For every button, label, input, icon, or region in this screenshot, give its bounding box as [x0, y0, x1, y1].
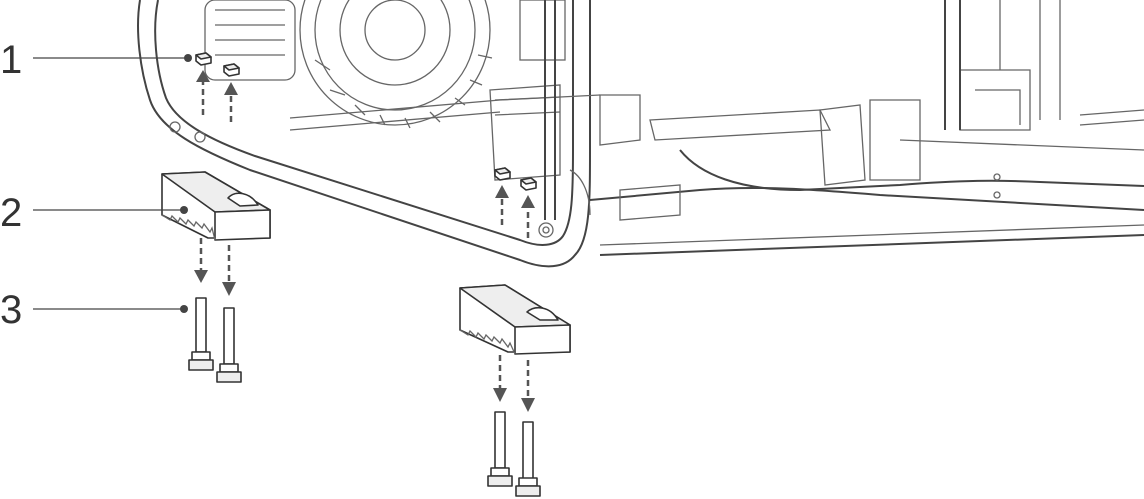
arrow-up-nut-right-a [495, 185, 509, 225]
arrow-down-bolt-left-b [222, 245, 236, 296]
arrow-down-bolt-left-a [194, 238, 208, 283]
generator-frame [137, 0, 1144, 268]
leader-line-1 [33, 54, 192, 62]
arrow-up-nut-left-a [196, 70, 210, 115]
leader-line-3 [33, 305, 188, 313]
arrow-up-nut-left-b [224, 82, 238, 122]
bolt-left-b [216, 307, 242, 383]
rubber-foot-right [459, 284, 571, 355]
callout-number-3: 3 [0, 288, 23, 332]
callout-number-1: 1 [0, 38, 23, 82]
rubber-foot-left [161, 171, 271, 241]
callout-number-2: 2 [0, 191, 23, 235]
nut-left-b [223, 63, 240, 77]
nut-right-b [520, 177, 537, 191]
bolt-right-b [515, 421, 541, 497]
leader-line-2 [33, 206, 188, 214]
bolt-left-a [188, 297, 214, 371]
arrow-down-bolt-right-b [521, 360, 535, 412]
arrow-down-bolt-right-a [493, 355, 507, 402]
bolt-right-a [487, 411, 513, 487]
nut-right-a [494, 167, 511, 181]
nut-left-a [195, 52, 212, 66]
arrow-up-nut-right-b [521, 195, 535, 238]
